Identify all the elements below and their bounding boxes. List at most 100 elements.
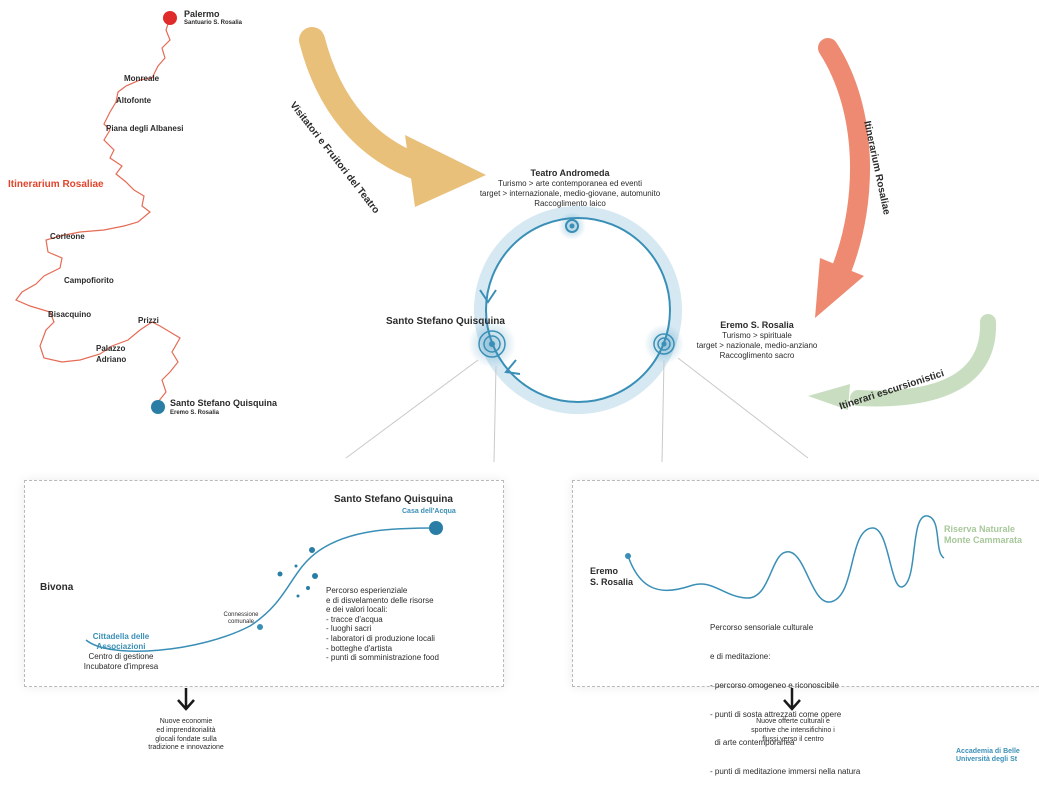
visitors-arrow-head [405,135,486,207]
connection-line-1: Connessione [223,612,259,618]
teatro-line-3: Raccoglimento laico [534,199,606,209]
eremo-node-dot [661,341,667,347]
stop-bisacquino: Bisacquino [48,310,92,319]
diagram-graphics [15,11,997,711]
itinerarium-arrow-head [815,258,864,318]
cittadella-info: Cittadella delle Associazioni Centro di … [66,632,176,672]
escursionistici-arrow-shaft [850,314,997,407]
palermo-marker [163,11,177,25]
cittadella-desc-2: Incubatore d'impresa [83,662,159,671]
point-3 [294,564,298,568]
footer-line-2: Università degli St [956,756,1018,764]
left-desc-line: - laboratori di produzione locali [326,633,435,643]
left-panel-path [85,527,435,652]
right-desc-line: di arte contemporanea [710,738,795,748]
cycle-arrow-bottom [504,359,521,375]
left-result-line: glocali fondate sulla [155,735,217,743]
riserva-label: Riserva Naturale Monte Cammarata [944,524,1022,546]
eremo-title: Eremo S. Rosalia [720,320,794,330]
left-panel-description: Percorso esperienziale e di disvelamento… [326,586,439,663]
connector-left-b [493,365,497,463]
stop-campofiorito: Campofiorito [64,276,114,285]
connector-right-b [677,357,809,459]
left-desc-line: e di disvelamento delle risorse [326,595,434,605]
eremo-line-1: Turismo > spirituale [722,331,792,341]
connector-left-a [345,359,479,459]
stop-altofonte: Altofonte [116,96,152,105]
left-desc-line: - tracce d'acqua [326,614,383,624]
cycle-arrow-left [479,289,497,304]
left-panel [24,480,504,687]
left-desc-line: - punti di somministrazione food [326,653,439,663]
cycle-glow [474,206,682,414]
right-desc-line: - punti di meditazione immersi nella nat… [710,767,861,777]
footer-line-1: Accademia di Belle [956,748,1020,755]
cycle-ring [485,217,671,403]
right-panel-description: Percorso sensoriale culturale e di medit… [710,604,860,786]
connection-marker [257,624,263,630]
right-result: Nuove offerte culturali e sportive che i… [728,718,858,744]
right-desc-line: Percorso sensoriale culturale [710,623,814,633]
left-result-line: ed imprenditorialità [156,726,216,734]
left-desc-line: e dei valori locali: [326,605,388,615]
santo-stefano-node-dot [489,341,495,347]
right-eremo-label: Eremo S. Rosalia [590,566,633,588]
teatro-line-2: target > internazionale, medio-giovane, … [479,189,661,199]
right-result-line: flussi verso il centro [762,735,824,743]
santo-stefano-map-sub: Eremo S. Rosalia [170,410,220,416]
stop-palazzo: Palazzo [96,344,126,353]
map-route [15,17,181,403]
santo-stefano-cycle-label: Santo Stefano Quisquina [386,316,505,327]
escursionistici-arrow-head [808,384,850,410]
left-desc-line: Percorso esperienziale [326,586,408,595]
cittadella-line-2: Associazioni [96,642,146,651]
point-4 [312,573,318,579]
connection-label: Connessione comunale [216,612,266,626]
bivona-label: Bivona [40,582,74,593]
stop-piana: Piana degli Albanesi [106,124,184,133]
teatro-info: Teatro Andromeda Turismo > arte contempo… [440,168,700,209]
santo-stefano-map-label: Santo Stefano Quisquina [170,398,278,408]
map-title: Itinerarium Rosaliae [8,179,104,190]
riserva-line-1: Riserva Naturale [944,524,1016,534]
eremo-line-3: Raccoglimento sacro [719,351,795,361]
right-down-arrow [783,688,801,711]
connection-line-2: comunale [227,619,254,626]
right-eremo-line-1: Eremo [590,566,619,576]
eremo-node-ring-2 [657,337,671,351]
teatro-node [565,219,579,233]
point-6 [296,594,300,598]
connector-right-a [661,359,665,463]
teatro-title: Teatro Andromeda [530,168,610,178]
visitors-arrow-shaft [299,27,433,181]
eremo-info: Eremo S. Rosalia Turismo > spirituale ta… [682,320,832,361]
right-panel [572,480,1039,687]
right-desc-line: - percorso omogeneo e riconoscibile [710,680,839,690]
itinerarium-arrow-shaft [818,38,871,278]
point-1 [309,547,315,553]
stop-prizzi: Prizzi [138,316,159,325]
cittadella-desc-1: Centro di gestione [88,652,154,661]
teatro-line-1: Turismo > arte contemporanea ed eventi [497,179,642,189]
casa-acqua-label: Casa dell'Acqua [402,508,456,515]
left-desc-line: - botteghe d'artista [326,643,393,653]
santo-stefano-node-ring-2 [483,335,501,353]
left-result-line: Nuove economie [159,718,213,725]
right-desc-line: - punti di sosta attrezzati come opere [710,709,842,719]
casa-acqua-marker [429,521,443,535]
santo-stefano-node-ring-1 [478,330,506,358]
right-desc-line: e di meditazione: [710,651,771,661]
left-result: Nuove economie ed imprenditorialità gloc… [126,718,246,753]
left-result-line: tradizione e innovazione [148,744,224,752]
right-result-line: Nuove offerte culturali e [756,718,830,725]
footer-credits: Accademia di Belle Università degli St [956,748,1020,765]
riserva-line-2: Monte Cammarata [944,534,1023,545]
stop-corleone: Corleone [50,232,85,241]
point-5 [306,586,310,590]
eremo-node-ring-1 [653,333,675,355]
left-down-arrow [177,688,195,711]
eremo-path-marker [625,553,631,559]
right-result-line: sportive che intensifichino i [751,726,835,734]
right-eremo-line-2: S. Rosalia [590,576,634,587]
palermo-sub-label: Santuario S. Rosalia [184,20,243,26]
